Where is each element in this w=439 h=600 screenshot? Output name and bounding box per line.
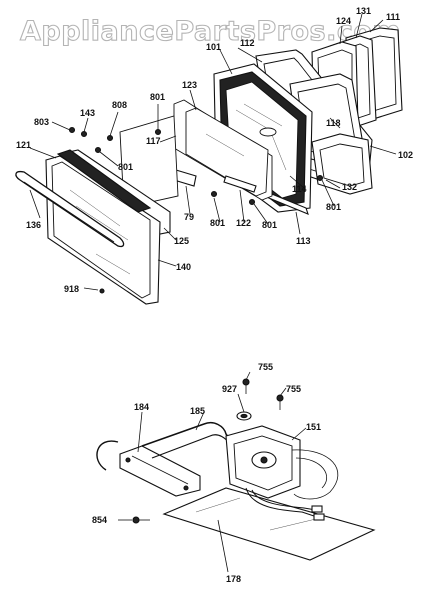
label-184: 184 [134,402,149,412]
part-184-hinge-arm [96,440,201,497]
screw-143 [80,130,88,138]
label-136: 136 [26,220,41,230]
label-122: 122 [236,218,251,228]
screw-801-a [94,146,102,154]
screw-801-d [248,198,256,206]
part-117-glass [185,107,269,197]
leader-lines-top [29,13,397,291]
screw-755-left [242,378,250,394]
label-118: 118 [326,118,341,128]
label-755-right: 755 [286,384,301,394]
part-121-vent [56,149,152,213]
label-111: 111 [386,12,400,22]
label-112: 112 [240,38,255,48]
label-801-right: 801 [326,202,341,212]
label-185: 185 [190,406,205,416]
label-801-low: 801 [210,218,225,228]
label-927: 927 [222,384,237,394]
label-79: 79 [184,212,194,222]
screw-801-b [154,128,162,136]
screw-808 [106,134,114,142]
part-178-plate [162,487,376,561]
label-801-top: 801 [150,92,165,102]
label-132: 132 [342,182,357,192]
label-918: 918 [64,284,79,294]
label-124: 124 [336,16,351,26]
label-113: 113 [296,236,311,246]
screw-803 [68,126,76,134]
label-143: 143 [80,108,95,118]
hinge-assembly: 755 927 755 184 185 151 854 178 [92,362,376,584]
label-808: 808 [112,100,127,110]
label-121: 121 [16,140,31,150]
label-801-mid: 801 [118,162,133,172]
label-755-left: 755 [258,362,273,372]
part-136-handle [15,170,125,248]
label-854: 854 [92,515,107,525]
part-151-latch-body [225,425,339,500]
door-assembly: 111 131 124 112 101 123 801 808 143 803 … [15,6,413,305]
watermark-text: AppliancePartsPros.com [20,16,401,47]
screw-801-c [210,190,218,198]
label-801-lowright: 801 [262,220,277,230]
label-140: 140 [176,262,191,272]
label-101: 101 [206,42,221,52]
part-122-channel [223,175,257,193]
label-178: 178 [226,574,241,584]
part-927-washer [236,411,252,421]
label-125: 125 [174,236,189,246]
label-102: 102 [398,150,413,160]
label-803: 803 [34,117,49,127]
label-151: 151 [306,422,321,432]
label-123: 123 [182,80,197,90]
wire-leads [245,487,325,521]
screw-801-e [316,174,324,182]
screw-854 [132,516,150,524]
label-131: 131 [356,6,371,16]
label-114: 114 [292,184,307,194]
leader-lines-bottom [118,371,307,573]
part-132-frame [311,133,373,195]
label-117: 117 [146,136,161,146]
screw-918 [99,288,105,294]
screw-755-right [276,394,284,410]
